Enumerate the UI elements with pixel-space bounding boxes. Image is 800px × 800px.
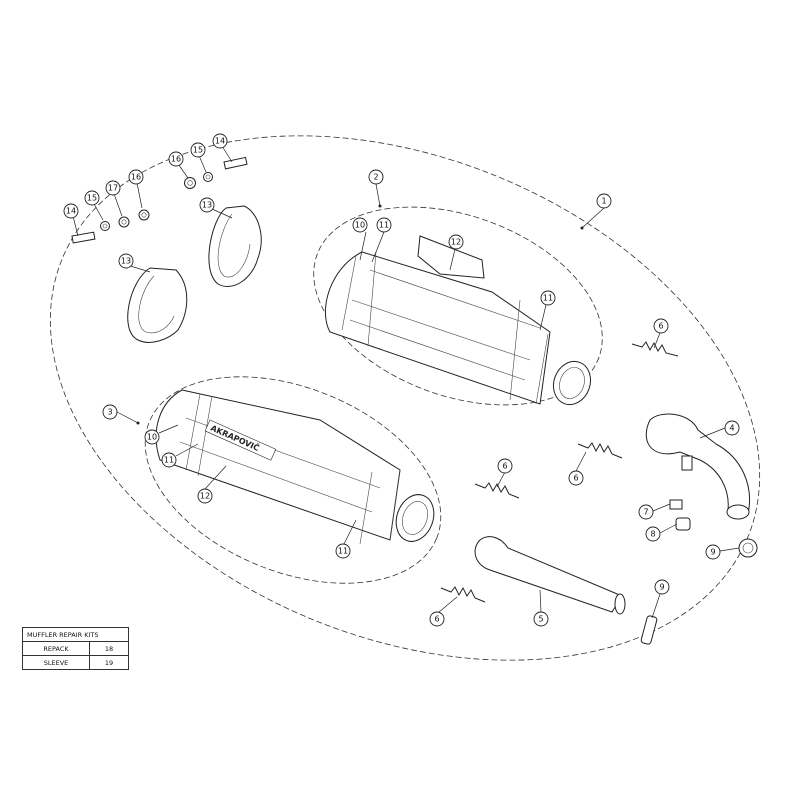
svg-text:2: 2: [373, 173, 378, 182]
svg-text:9: 9: [710, 548, 715, 557]
svg-text:7: 7: [643, 508, 648, 517]
spring-lower: [440, 586, 486, 603]
callout-16-top: 16: [168, 151, 184, 167]
rubber-damper-8: [675, 517, 691, 531]
svg-text:8: 8: [650, 530, 655, 539]
callout-8: 8: [645, 526, 661, 542]
callout-9-lower: 9: [654, 579, 670, 595]
spring-middle-right: [577, 442, 623, 459]
svg-text:13: 13: [121, 257, 131, 266]
callout-11-lower-left: 11: [161, 452, 177, 468]
assembly-boundary-3: [144, 376, 442, 584]
callout-12-lower: 12: [197, 488, 213, 504]
washer-15-top: [203, 172, 213, 182]
spring-upper-right: [631, 341, 679, 357]
callout-6-middle-center: 6: [497, 458, 513, 474]
callout-10-lower: 10: [144, 429, 160, 445]
mid-pipe: [474, 536, 626, 615]
svg-text:11: 11: [379, 221, 389, 230]
svg-text:10: 10: [147, 433, 157, 442]
svg-text:11: 11: [543, 294, 553, 303]
clamp-9-right: [738, 538, 758, 558]
svg-text:6: 6: [658, 322, 663, 331]
svg-text:12: 12: [200, 492, 210, 501]
hanger-bracket-left: [127, 267, 188, 343]
callout-6-upper-right: 6: [653, 318, 669, 334]
repair-kit-number: 18: [89, 641, 129, 656]
repair-table-header: MUFFLER REPAIR KITS: [22, 627, 129, 642]
spring-middle-center: [474, 482, 520, 499]
svg-text:16: 16: [171, 155, 181, 164]
svg-text:11: 11: [164, 456, 174, 465]
rubber-damper-7: [669, 499, 683, 510]
hanger-bracket-right: [208, 205, 262, 287]
lower-muffler: AKRAPOVIČ: [155, 389, 435, 545]
callout-11-lower-right: 11: [335, 543, 351, 559]
svg-text:14: 14: [215, 137, 225, 146]
svg-text:1: 1: [601, 197, 606, 206]
callout-14-left: 14: [63, 203, 79, 219]
repair-table-row: SLEEVE 19: [22, 655, 129, 670]
repair-kit-name: SLEEVE: [22, 655, 90, 670]
callout-17: 17: [105, 180, 121, 196]
washer-17: [118, 216, 130, 228]
svg-text:4: 4: [729, 424, 734, 433]
washer-15-left: [100, 221, 110, 231]
svg-text:3: 3: [107, 408, 112, 417]
bolt-left: [71, 231, 96, 244]
callout-11-upper-left: 11: [376, 217, 392, 233]
callout-9-right: 9: [705, 544, 721, 560]
callout-16-left: 16: [128, 169, 144, 185]
callout-13-right: 13: [199, 197, 215, 213]
muffler-repair-kits-table: MUFFLER REPAIR KITS REPACK 18 SLEEVE 19: [22, 627, 129, 670]
svg-text:5: 5: [538, 615, 543, 624]
assembly-boundary-1: [49, 135, 761, 661]
callout-5: 5: [533, 611, 549, 627]
upper-muffler: [324, 235, 592, 406]
svg-text:17: 17: [108, 184, 118, 193]
callout-1: 1: [596, 193, 612, 209]
svg-text:6: 6: [434, 615, 439, 624]
bolt-top: [223, 156, 248, 170]
repair-table-title: MUFFLER REPAIR KITS: [22, 627, 129, 642]
assembly-boundary-2: [313, 206, 603, 406]
callout-6-lower: 6: [429, 611, 445, 627]
callout-2: 2: [368, 169, 384, 185]
callout-15-left: 15: [84, 190, 100, 206]
link-pipe: [645, 413, 750, 520]
nut-16-left: [138, 209, 150, 221]
repair-kit-number: 19: [89, 655, 129, 670]
nut-16-top: [184, 177, 196, 189]
callout-3: 3: [102, 404, 118, 420]
callout-15-top: 15: [190, 142, 206, 158]
callout-10-upper: 10: [352, 217, 368, 233]
svg-text:15: 15: [193, 146, 203, 155]
callout-7: 7: [638, 504, 654, 520]
callout-12-upper: 12: [448, 234, 464, 250]
svg-text:6: 6: [573, 474, 578, 483]
svg-text:11: 11: [338, 547, 348, 556]
svg-text:9: 9: [659, 583, 664, 592]
svg-text:16: 16: [131, 173, 141, 182]
callout-14-top: 14: [212, 133, 228, 149]
svg-text:14: 14: [66, 207, 76, 216]
svg-text:10: 10: [355, 221, 365, 230]
callout-13-left: 13: [118, 253, 134, 269]
callout-6-middle-right: 6: [568, 470, 584, 486]
svg-text:6: 6: [502, 462, 507, 471]
callout-11-upper-right: 11: [540, 290, 556, 306]
repair-kit-name: REPACK: [22, 641, 90, 656]
repair-table-row: REPACK 18: [22, 641, 129, 656]
svg-text:15: 15: [87, 194, 97, 203]
svg-text:13: 13: [202, 201, 212, 210]
callout-4: 4: [724, 420, 740, 436]
svg-text:12: 12: [451, 238, 461, 247]
